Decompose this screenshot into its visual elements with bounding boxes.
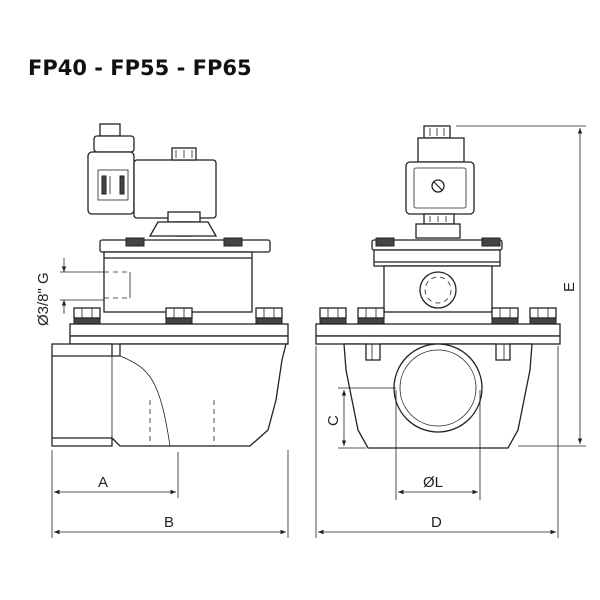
page-title: FP40 - FP55 - FP65 — [28, 56, 252, 80]
thread-label: Ø3/8" G — [35, 272, 52, 326]
valve-body-front — [343, 343, 533, 449]
dimension-l-label: ØL — [423, 474, 443, 491]
armature-stem — [148, 221, 218, 237]
bonnet-front — [371, 237, 503, 313]
flange-plate-front — [315, 323, 561, 337]
solenoid-coil — [133, 147, 217, 223]
flange-plate — [69, 323, 289, 337]
front-view — [315, 125, 561, 449]
side-view — [51, 123, 289, 447]
dimension-l: ØL — [395, 390, 481, 500]
dimension-b-label: B — [164, 514, 174, 531]
connector-front — [405, 125, 475, 215]
dimension-d-label: D — [431, 514, 442, 531]
dimension-c-label: C — [325, 415, 342, 426]
thread-dimension: Ø3/8" G — [35, 258, 104, 326]
flange-bolts-left — [73, 307, 283, 325]
dimension-b: B — [51, 450, 289, 538]
dimension-a: A — [51, 450, 179, 498]
dimension-a-label: A — [98, 474, 108, 491]
dimension-d: D — [315, 346, 559, 538]
bonnet — [99, 237, 271, 313]
flange-bolts-right — [319, 307, 557, 325]
dimension-c: C — [325, 387, 396, 449]
dimension-e: E — [456, 125, 586, 447]
connector-plug — [87, 123, 135, 215]
valve-body-side — [51, 343, 287, 447]
dimension-e-label: E — [561, 282, 578, 292]
stem-front — [415, 213, 461, 239]
